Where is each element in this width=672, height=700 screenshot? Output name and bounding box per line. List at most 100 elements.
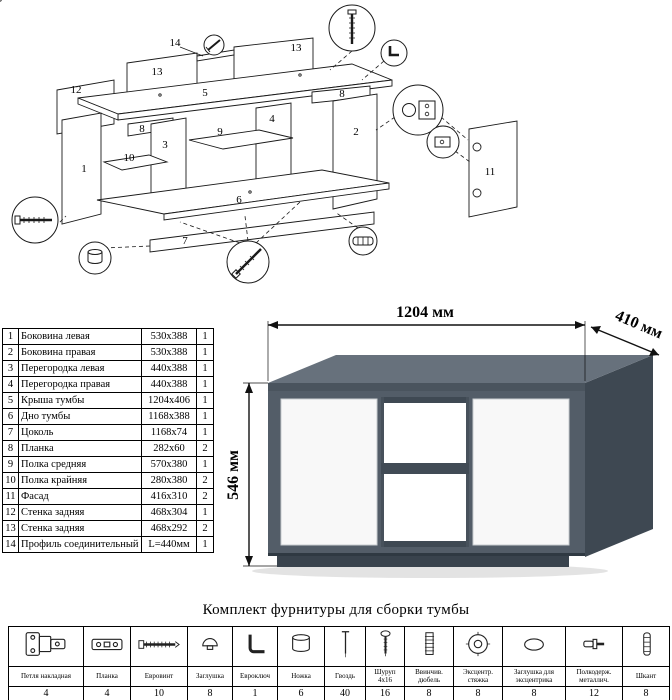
part-name: Крыша тумбы [18, 392, 142, 409]
callout-hinge-plate [426, 125, 460, 159]
part-number: 6 [2, 408, 19, 425]
part-name: Боковина левая [18, 328, 142, 345]
part-size: 416x310 [141, 488, 197, 505]
part-number: 7 [2, 424, 19, 441]
part-size: 530x388 [141, 344, 197, 361]
hardware-item-name: Шкант [622, 666, 670, 687]
part-number: 4 [2, 376, 19, 393]
part-qty: 1 [196, 392, 214, 409]
hardware-item-qty: 4 [83, 686, 131, 700]
part-qty: 1 [196, 376, 214, 393]
part-name: Дно тумбы [18, 408, 142, 425]
part-number: 11 [2, 488, 19, 505]
hardware-item-name: Полкодерж. металлич. [565, 666, 623, 687]
part-number: 1 [2, 328, 19, 345]
part-qty: 1 [196, 344, 214, 361]
screw-icon [365, 626, 405, 667]
hardware-item-qty: 4 [8, 686, 84, 700]
hardware-item-qty: 16 [365, 686, 405, 700]
part-label: 8 [339, 88, 345, 100]
part-label: 12 [71, 84, 82, 96]
part-label: 1 [81, 163, 87, 175]
part-label: 9 [217, 126, 223, 138]
hinge-icon [8, 626, 84, 667]
part-number: 3 [2, 360, 19, 377]
hardware-item-qty: 8 [622, 686, 670, 700]
part-qty: 1 [196, 504, 214, 521]
hardware-item-qty: 6 [277, 686, 325, 700]
part-qty: 1 [196, 536, 214, 553]
hardware-item-qty: 12 [565, 686, 623, 700]
depth-dimension: 410 мм [613, 307, 666, 342]
part-number: 2 [2, 344, 19, 361]
hardware-item-qty: 10 [130, 686, 188, 700]
part-label: 10 [124, 152, 136, 164]
part-name: Полка средняя [18, 456, 142, 473]
hardware-item-name: Эксцентр. стяжка [453, 666, 503, 687]
part-label: 3 [162, 139, 168, 151]
part-label: 13 [152, 66, 164, 78]
part-label: 13 [291, 42, 303, 54]
part-size: 282x60 [141, 440, 197, 457]
hardware-item-qty: 8 [404, 686, 454, 700]
part-number: 8 [2, 440, 19, 457]
part-name: Стенка задняя [18, 504, 142, 521]
cabinet-body [268, 355, 653, 567]
part-name: Фасад [18, 488, 142, 505]
part-size: 1168x388 [141, 408, 197, 425]
part-name: Перегородка правая [18, 376, 142, 393]
part-label: 6 [236, 194, 242, 206]
part-qty: 1 [196, 424, 214, 441]
part-size: 280x380 [141, 472, 197, 489]
confirmat-screw-icon [130, 626, 188, 667]
part-size: 440x388 [141, 360, 197, 377]
shelf-support-icon [565, 626, 623, 667]
cabinet-left-door [280, 398, 378, 546]
part-qty: 2 [196, 440, 214, 457]
part-qty: 1 [196, 408, 214, 425]
part-number: 12 [2, 504, 19, 521]
hardware-item-name: Ввинчив. дюбель [404, 666, 454, 687]
hardware-item-qty: 8 [453, 686, 503, 700]
part-label: 2 [353, 126, 359, 138]
diagram-part-labels: 14 13 12 13 5 8 8 9 3 2 10 1 4 6 7 11 [71, 37, 496, 247]
part-name: Цоколь [18, 424, 142, 441]
part-size: 570x380 [141, 456, 197, 473]
hardware-item-name: Ножка [277, 666, 325, 687]
dimension-lines [243, 321, 660, 567]
part-number: 10 [2, 472, 19, 489]
mounting-plate-icon [83, 626, 131, 667]
part-size: 1204x406 [141, 392, 197, 409]
part-size: L=440мм [141, 536, 197, 553]
diagram-leader-lines [49, 50, 471, 249]
hardware-item-name: Заглушка [187, 666, 233, 687]
part-number: 5 [2, 392, 19, 409]
part-size: 440x388 [141, 376, 197, 393]
callout-glyphs [14, 9, 451, 279]
hardware-item-qty: 8 [502, 686, 566, 700]
part-label: 7 [182, 235, 188, 247]
hardware-item-name: Петля накладная [8, 666, 84, 687]
part-qty: 1 [196, 328, 214, 345]
part-label: 14 [170, 37, 182, 49]
height-dimension: 546 мм [225, 450, 242, 500]
part-qty: 2 [196, 488, 214, 505]
screw-dowel-icon [404, 626, 454, 667]
cabinet-shadow [252, 564, 608, 578]
hardware-item-name: Гвоздь [324, 666, 366, 687]
cap-icon [187, 626, 233, 667]
callout-key [380, 39, 408, 67]
part-qty: 1 [196, 456, 214, 473]
